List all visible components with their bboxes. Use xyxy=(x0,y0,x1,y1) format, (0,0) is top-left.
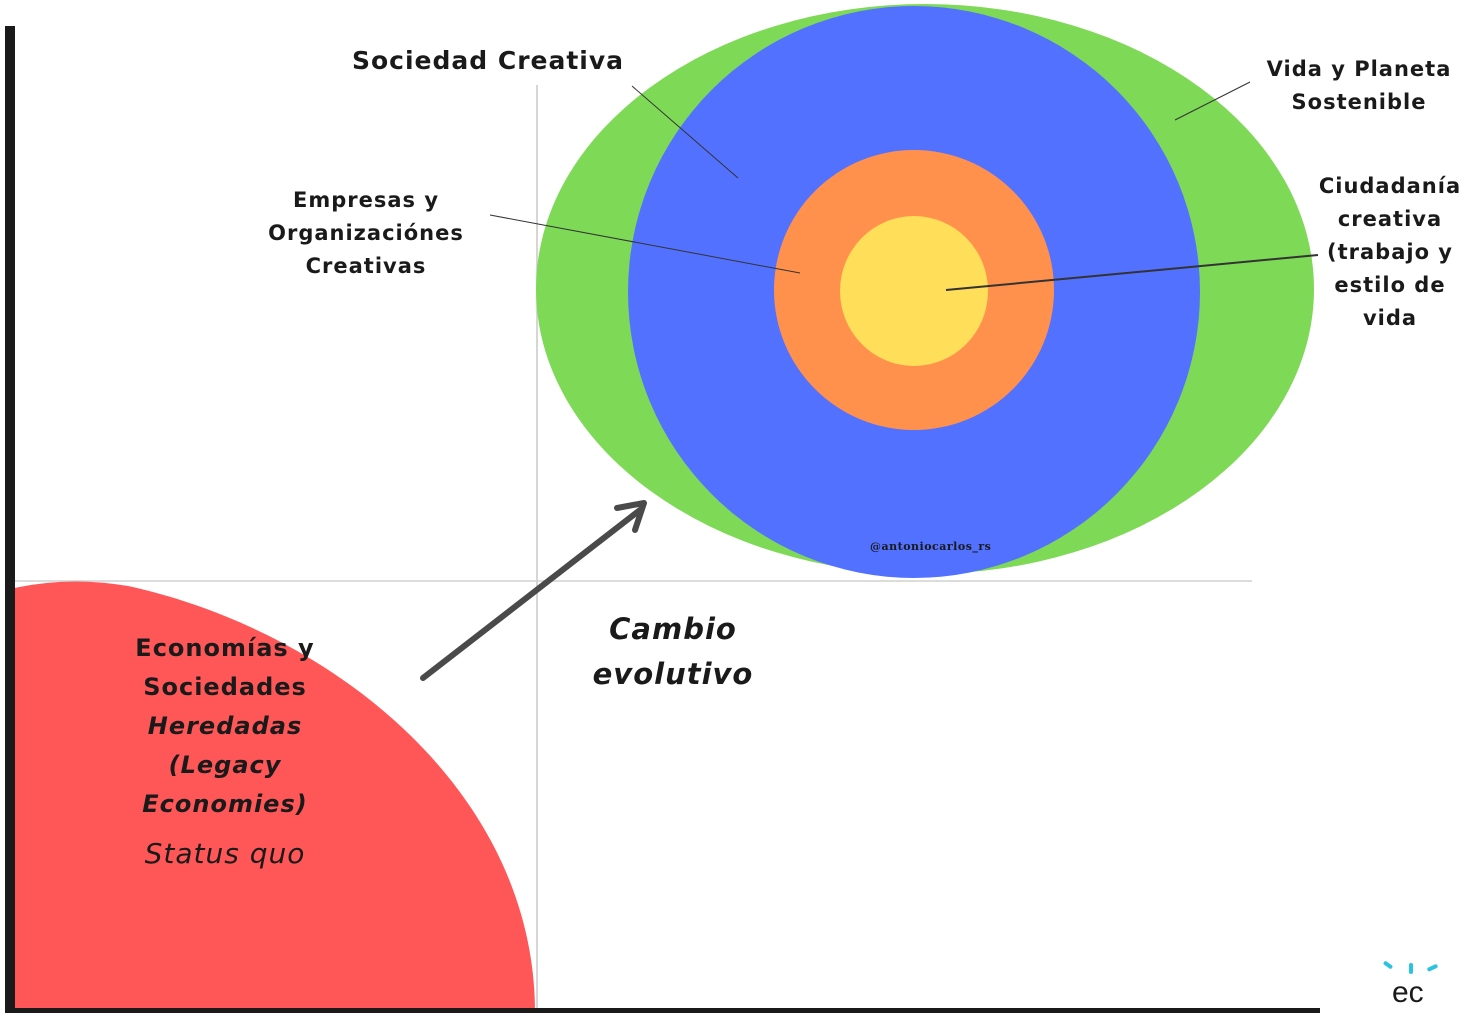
empresas-leader-line xyxy=(489,214,801,274)
x-axis xyxy=(5,1008,1320,1013)
legacy-economies-label: Economías y Sociedades Heredadas (Legacy… xyxy=(110,629,340,824)
ciudadania-line-1: Ciudadanía xyxy=(1318,174,1462,198)
cambio-evolutivo-label: Cambio evolutivo xyxy=(566,607,780,697)
ciudadania-label: Ciudadanía creativa (trabajo y estilo de… xyxy=(1316,170,1464,335)
vida-planeta-line-2: Sostenible xyxy=(1291,90,1427,114)
legacy-line-5: Economies) xyxy=(142,790,308,818)
status-quo-label: Status quo xyxy=(144,837,306,870)
cambio-line-2: evolutivo xyxy=(592,657,754,691)
evolution-arrow-head xyxy=(614,500,647,533)
empresas-line-1: Empresas y xyxy=(292,188,440,212)
y-axis xyxy=(5,26,15,1013)
ec-logo-icon xyxy=(1383,961,1438,974)
empresas-line-3: Creativas xyxy=(305,254,427,278)
cambio-line-1: Cambio xyxy=(609,612,737,646)
sociedad-leader-line xyxy=(631,85,739,179)
legacy-economies-circle xyxy=(14,581,535,1013)
vida-planeta-label: Vida y Planeta Sostenible xyxy=(1254,53,1464,119)
legacy-line-4: (Legacy xyxy=(168,751,282,779)
sociedad-creativa-label: Sociedad Creativa xyxy=(351,46,625,75)
ciudadania-circle xyxy=(840,216,988,366)
ciudadania-line-2: creativa xyxy=(1337,207,1443,231)
evolution-arrow-shaft xyxy=(420,507,643,681)
author-watermark: @antoniocarlos_rs xyxy=(870,540,992,553)
vida-leader-line xyxy=(1174,81,1251,121)
vida-planeta-line-1: Vida y Planeta xyxy=(1266,57,1452,81)
ciudadania-line-3: (trabajo y xyxy=(1327,240,1453,264)
empresas-line-2: Organizaciónes xyxy=(268,221,464,245)
ciudadania-line-5: vida xyxy=(1362,306,1418,330)
empresas-label: Empresas y Organizaciónes Creativas xyxy=(250,184,482,283)
ec-logo-text: ec xyxy=(1392,976,1424,1009)
ciudadania-line-4: estilo de xyxy=(1334,273,1446,297)
ciudadania-leader-line xyxy=(945,254,1319,291)
legacy-line-3: Heredadas xyxy=(147,712,303,740)
legacy-line-1: Economías y xyxy=(135,634,315,662)
legacy-line-2: Sociedades xyxy=(143,673,307,701)
